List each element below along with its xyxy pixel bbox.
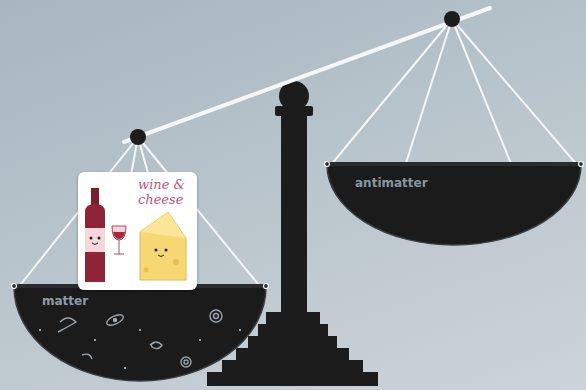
node-label: wine & cheese (138, 177, 194, 207)
string (452, 19, 512, 166)
string (330, 19, 452, 166)
base-step (266, 312, 320, 325)
pan-hook (12, 284, 17, 289)
pan-rim (12, 284, 268, 288)
antimatter-pan: antimatter (327, 165, 581, 247)
pivot (130, 129, 146, 145)
base-step (222, 360, 363, 373)
base-step (248, 336, 337, 349)
string (452, 19, 578, 166)
pan-rim (325, 162, 583, 166)
node-label: matter (42, 294, 132, 308)
base-step (207, 372, 378, 386)
pan-hook (264, 284, 269, 289)
pivot (444, 11, 460, 27)
column-post (281, 112, 307, 313)
balance-beam (124, 8, 490, 142)
base-step (258, 324, 328, 337)
string (405, 19, 452, 166)
base-step (236, 348, 349, 361)
pan-bowl (327, 165, 581, 245)
sticker-box: wine & cheese (78, 172, 197, 290)
matter-pan: matter (14, 287, 266, 383)
node-label: antimatter (355, 176, 475, 190)
pan-hook (325, 162, 330, 167)
pan-bowl (14, 287, 266, 381)
pan-hook (579, 162, 584, 167)
